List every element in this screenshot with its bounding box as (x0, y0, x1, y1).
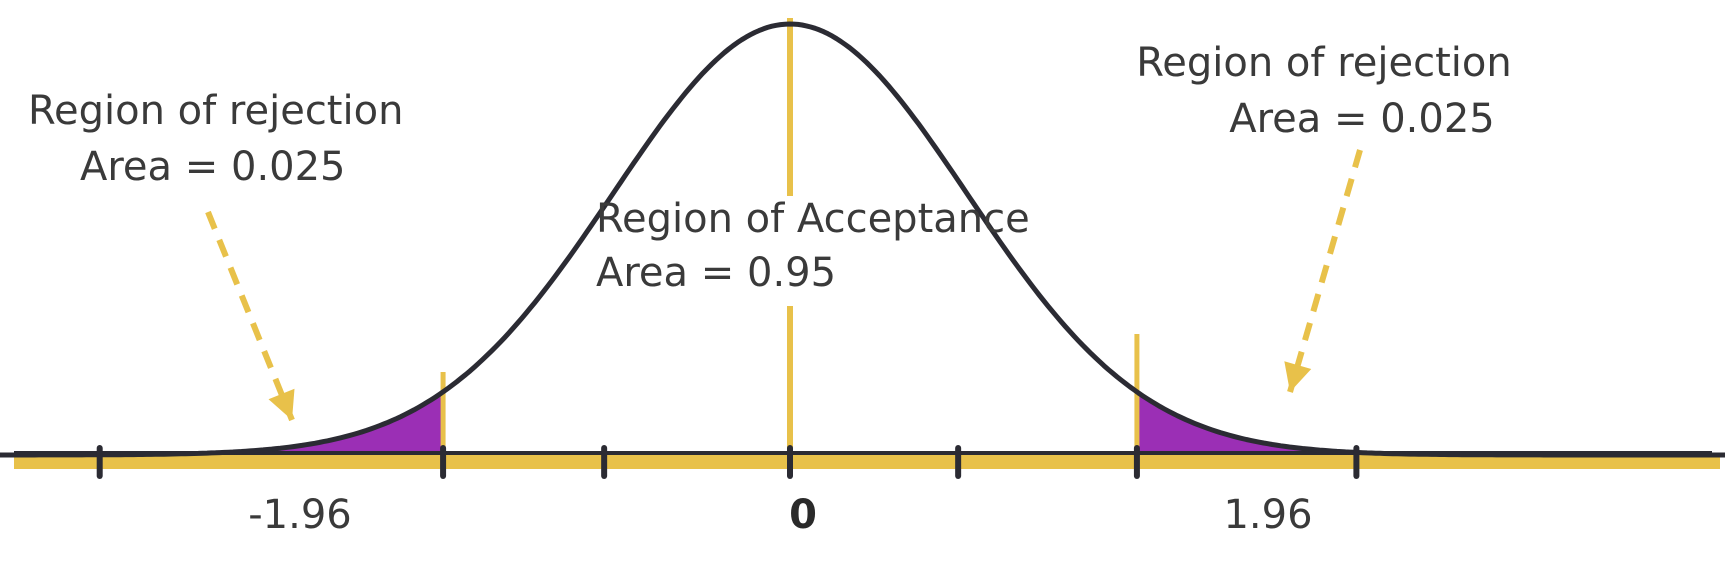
left-area-label: Area = 0.025 (80, 144, 346, 190)
left-pointer-arrow (205, 210, 295, 422)
right-region-label: Region of rejection (1136, 40, 1511, 86)
normal-curve (0, 21, 1725, 458)
left-rejection-area (170, 391, 444, 455)
right-pointer-arrow (1284, 149, 1363, 393)
arrow-head (1284, 361, 1312, 392)
left-region-label: Region of rejection (28, 88, 403, 134)
center-area-label: Area = 0.95 (596, 250, 836, 296)
arrow-shaft (1287, 149, 1363, 393)
axis-ticks (96, 445, 1360, 479)
center-region-label: Region of Acceptance (596, 196, 1030, 242)
tick-label-right: 1.96 (1223, 492, 1312, 538)
right-rejection-area (1136, 391, 1357, 455)
right-area-label: Area = 0.025 (1229, 96, 1495, 142)
arrow-shaft (205, 210, 295, 422)
tick-label-center: 0 (789, 492, 817, 538)
tick-label-left: -1.96 (248, 492, 352, 538)
arrow-head (268, 388, 295, 420)
